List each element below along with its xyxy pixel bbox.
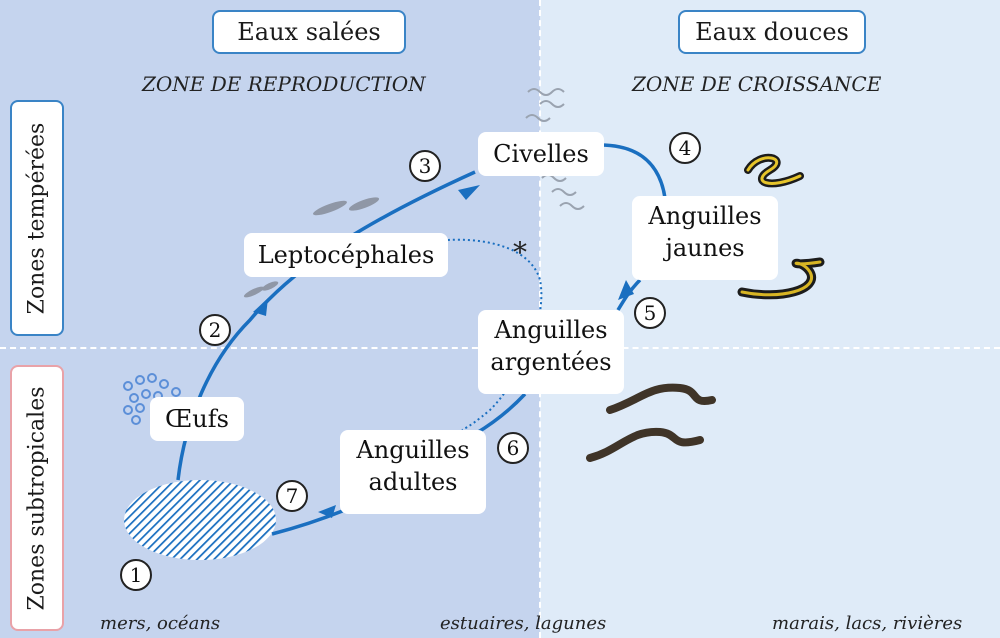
step-number-3: 3 [409, 150, 441, 182]
asterisk-marker: * [513, 236, 527, 269]
silver-eel-icon [586, 383, 716, 462]
spawning-area [124, 480, 276, 560]
stage-adultes-line1: Anguilles [356, 436, 470, 464]
cycle-path-adultes-to-spawning [271, 508, 346, 536]
stage-anguilles-jaunes: Anguilles jaunes [632, 196, 778, 280]
step-number-1: 1 [120, 559, 152, 591]
stage-civelles: Civelles [478, 132, 604, 176]
cycle-path-civelles-to-jaunes [599, 143, 667, 199]
temperate-zones-text: Zones tempérées [24, 122, 50, 314]
step-number-5: 5 [634, 297, 666, 329]
habitat-marais-lacs-rivieres: marais, lacs, rivières [772, 613, 963, 634]
arrowhead-2 [253, 298, 268, 316]
cycle-path-argentees-to-adultes [474, 392, 527, 436]
arrowhead-3 [458, 185, 480, 200]
step-number-7: 7 [276, 480, 308, 512]
stage-oeufs: Œufs [150, 397, 244, 441]
glass-eel-icon [525, 88, 585, 210]
salt-water-header: Eaux salées [212, 10, 406, 54]
stage-adultes-line2: adultes [368, 468, 458, 496]
stage-anguilles-adultes: Anguilles adultes [340, 430, 486, 514]
step-number-6: 6 [497, 432, 529, 464]
step-number-4: 4 [669, 132, 701, 164]
stage-jaunes-line2: jaunes [665, 234, 745, 262]
habitat-estuaires-lagunes: estuaires, lagunes [440, 613, 607, 634]
stage-leptocephales: Leptocéphales [244, 233, 448, 277]
arrowhead-7 [318, 505, 336, 518]
step-number-2: 2 [199, 314, 231, 346]
temperate-zones-label: Zones tempérées [10, 100, 64, 336]
habitat-mers-oceans: mers, océans [100, 613, 221, 634]
egg-cluster-icon [123, 373, 181, 425]
reproduction-zone-title: ZONE DE REPRODUCTION [142, 72, 426, 96]
subtropical-zones-text: Zones subtropicales [24, 385, 50, 611]
stage-argentees-line1: Anguilles [494, 316, 608, 344]
subtropical-zones-label: Zones subtropicales [10, 365, 64, 631]
fresh-water-header: Eaux douces [678, 10, 866, 54]
leptocephalus-larvae-icon [243, 197, 380, 298]
stage-jaunes-line1: Anguilles [648, 202, 762, 230]
stage-argentees-line2: argentées [490, 348, 612, 376]
arrowhead-5 [618, 280, 634, 300]
stage-anguilles-argentees: Anguilles argentées [478, 310, 624, 394]
yellow-eel-icon [737, 153, 825, 300]
growth-zone-title: ZONE DE CROISSANCE [632, 72, 882, 96]
